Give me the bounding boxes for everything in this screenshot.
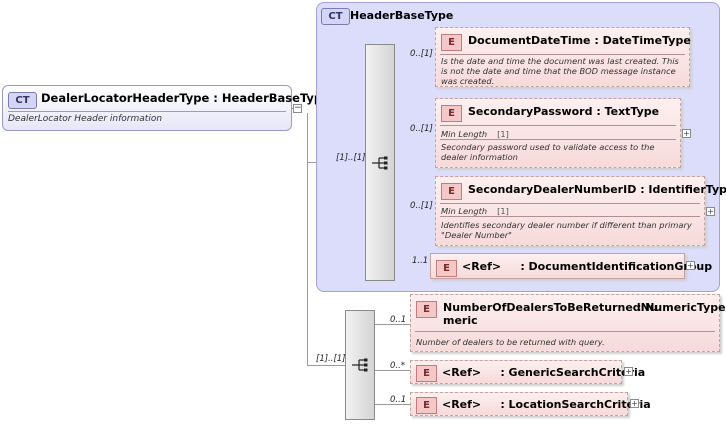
element-badge: E <box>416 397 437 414</box>
expand-icon[interactable]: + <box>682 129 691 138</box>
complex-type-badge: CT <box>321 8 350 25</box>
element-name: DocumentDateTime <box>468 34 591 47</box>
expand-icon[interactable]: + <box>686 261 695 270</box>
multiplicity-label: 0..[1] <box>410 201 433 211</box>
sequence-icon <box>352 358 368 372</box>
multiplicity-label: 0..* <box>390 361 406 371</box>
element-document-date-time[interactable]: E DocumentDateTime : DateTimeType Is the… <box>435 27 691 87</box>
connector-line <box>375 404 410 405</box>
divider <box>440 139 676 140</box>
element-name: : DocumentIdentificationGroup <box>520 260 713 273</box>
element-name: NumberOfDealersToBeReturnedNu meric <box>443 301 658 327</box>
base-type-title: HeaderBaseType <box>350 9 454 22</box>
element-type: : NumericType <box>637 301 726 314</box>
divider <box>415 331 715 332</box>
element-badge: E <box>416 365 437 382</box>
element-ref-generic-search-criteria[interactable]: E <Ref> : GenericSearchCriteria <box>410 360 645 384</box>
element-badge: E <box>441 183 462 200</box>
element-type: : TextType <box>596 105 660 118</box>
facet-value: [1] <box>497 206 509 216</box>
sequence-icon <box>372 156 388 169</box>
expand-icon[interactable]: + <box>706 207 715 216</box>
ref-label: <Ref> <box>442 366 482 379</box>
element-badge: E <box>441 34 462 51</box>
connector-line <box>375 370 410 371</box>
divider <box>8 111 286 112</box>
collapse-icon[interactable]: − <box>293 103 302 113</box>
element-name: SecondaryPassword <box>468 105 593 118</box>
sequence-compositor[interactable] <box>365 44 395 281</box>
element-ref-document-identification-group[interactable]: E <Ref> : DocumentIdentificationGroup <box>430 253 712 279</box>
element-name: : GenericSearchCriteria <box>500 366 646 379</box>
facet-value: [1] <box>497 129 509 139</box>
divider <box>440 125 676 126</box>
multiplicity-label: 1..1 <box>412 256 429 266</box>
complex-type-description: DealerLocator Header information <box>8 114 163 124</box>
multiplicity-label: 0..1 <box>390 395 407 405</box>
multiplicity-label: 0..1 <box>390 315 407 325</box>
expand-icon[interactable]: + <box>624 367 633 376</box>
element-description: Is the date and time the document was la… <box>441 56 679 86</box>
element-secondary-password[interactable]: E SecondaryPassword : TextType Min Lengt… <box>435 98 681 168</box>
element-type: : DateTimeType <box>594 34 691 47</box>
element-number-of-dealers[interactable]: E NumberOfDealersToBeReturnedNu meric : … <box>410 294 726 352</box>
divider <box>440 203 700 204</box>
multiplicity-label: 0..[1] <box>410 49 433 59</box>
expand-icon[interactable]: + <box>630 399 639 408</box>
element-ref-location-search-criteria[interactable]: E <Ref> : LocationSearchCriteria <box>410 392 651 416</box>
complex-type-box[interactable]: CT DealerLocatorHeaderType : HeaderBaseT… <box>2 85 330 131</box>
facet-row: Min Length [1] <box>441 129 509 139</box>
divider <box>440 54 685 55</box>
element-badge: E <box>416 301 437 318</box>
element-description: Secondary password used to validate acce… <box>441 142 655 162</box>
multiplicity-label: [1]..[1] <box>336 153 366 163</box>
element-type: : IdentifierType <box>640 183 726 196</box>
facet-label: Min Length <box>441 129 488 139</box>
facet-label: Min Length <box>441 206 488 216</box>
facet-row: Min Length [1] <box>441 206 509 216</box>
complex-type-badge: CT <box>8 92 37 109</box>
multiplicity-label: [1]..[1] <box>316 354 346 364</box>
connector-line <box>307 113 308 365</box>
divider <box>440 216 700 217</box>
ref-label: <Ref> <box>462 260 502 273</box>
connector-line <box>375 324 410 325</box>
element-secondary-dealer-number-id[interactable]: E SecondaryDealerNumberID : IdentifierTy… <box>435 176 726 246</box>
multiplicity-label: 0..[1] <box>410 124 433 134</box>
element-name: SecondaryDealerNumberID <box>468 183 637 196</box>
connector-line <box>307 365 345 366</box>
element-name: : LocationSearchCriteria <box>500 398 651 411</box>
element-description: Identifies secondary dealer number if di… <box>441 220 692 240</box>
sequence-compositor[interactable] <box>345 310 375 420</box>
element-description: Number of dealers to be returned with qu… <box>416 337 605 347</box>
element-badge: E <box>436 260 457 277</box>
complex-type-title: DealerLocatorHeaderType : HeaderBaseType <box>41 91 330 105</box>
ref-label: <Ref> <box>442 398 482 411</box>
element-badge: E <box>441 105 462 122</box>
